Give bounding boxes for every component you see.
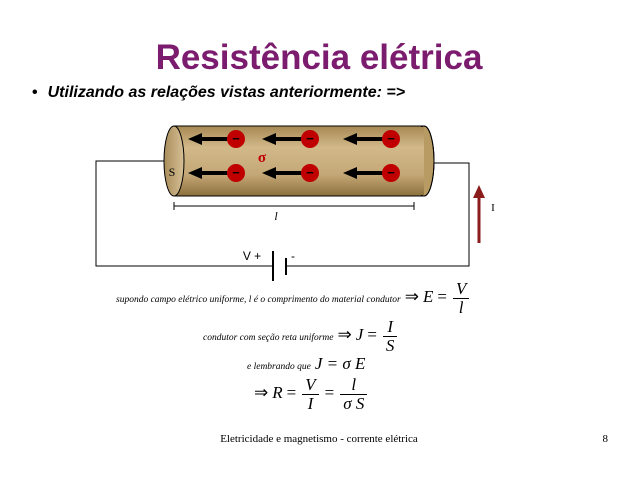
equation-ohm-law: e lembrando que J = σ E — [247, 354, 365, 374]
eq3-description: e lembrando que — [247, 362, 311, 372]
bullet-dot: • — [32, 84, 38, 101]
charge-sign-4: − — [232, 165, 240, 180]
page-number: 8 — [602, 433, 609, 445]
eq4-lhs: R — [272, 383, 283, 403]
eq4-denominator-2: σ S — [343, 394, 365, 413]
current-label: I — [491, 202, 495, 214]
charge-carriers — [188, 130, 400, 182]
charge-sign-5: − — [306, 165, 314, 180]
charge-2 — [262, 130, 319, 148]
slide-title: Resistência elétrica — [155, 38, 483, 77]
current-arrow — [473, 185, 485, 243]
equation-current-density: condutor com seção reta uniforme ⇒ J = I… — [203, 318, 399, 355]
charge-sign-2: − — [306, 131, 314, 146]
eq1-arrow: ⇒ — [404, 287, 419, 307]
eq2-lhs: J — [355, 325, 364, 345]
sigma-label: σ — [258, 150, 267, 166]
eq4-arrow: ⇒ — [254, 383, 269, 403]
voltage-plus-label: V + — [243, 249, 261, 263]
eq2-denominator: S — [385, 336, 395, 355]
charge-6 — [343, 164, 400, 182]
eq1-denominator: l — [458, 298, 464, 317]
battery-symbol — [272, 251, 287, 281]
charge-4 — [188, 164, 245, 182]
eq1-description: supondo campo elétrico uniforme, l é o c… — [116, 295, 401, 306]
charge-sign-1: − — [232, 131, 240, 146]
eq2-equals: = — [367, 325, 377, 345]
eq4-fraction-1: V I — [302, 376, 319, 413]
slide-footer: Eletricidade e magnetismo - corrente elé… — [220, 433, 418, 445]
eq1-fraction: V l — [452, 280, 470, 317]
eq2-description: condutor com seção reta uniforme — [203, 333, 334, 344]
eq4-denominator-1: I — [307, 394, 314, 413]
charge-sign-3: − — [387, 131, 395, 146]
equation-resistance: ⇒ R = V I = l σ S — [254, 376, 369, 413]
eq1-numerator: V — [452, 280, 470, 299]
length-dimension — [173, 202, 415, 210]
charge-sign-6: − — [387, 165, 395, 180]
eq4-equals-2: = — [324, 383, 335, 403]
charge-3 — [343, 130, 400, 148]
bullet-text: Utilizando as relações vistas anteriorme… — [47, 84, 406, 101]
equation-electric-field: supondo campo elétrico uniforme, l é o c… — [116, 280, 471, 317]
length-label: l — [274, 209, 278, 223]
eq2-fraction: I S — [382, 318, 398, 355]
bullet-item: • Utilizando as relações vistas anteriorm… — [32, 84, 405, 102]
eq4-fraction-2: l σ S — [340, 376, 368, 413]
charge-1 — [188, 130, 245, 148]
eq2-numerator: I — [382, 318, 398, 337]
eq1-lhs: E — [422, 287, 434, 307]
eq4-numerator-1: V — [302, 376, 319, 395]
eq4-equals-1: = — [286, 383, 297, 403]
cross-section-face — [163, 125, 185, 197]
area-label: S — [169, 165, 176, 179]
eq1-equals: = — [437, 287, 447, 307]
voltage-minus-label: - — [291, 249, 295, 263]
eq4-numerator-2: l — [340, 376, 368, 395]
eq3-formula: J = σ E — [314, 354, 366, 373]
circuit-wires — [95, 160, 470, 267]
charge-5 — [262, 164, 319, 182]
eq2-arrow: ⇒ — [337, 325, 352, 345]
